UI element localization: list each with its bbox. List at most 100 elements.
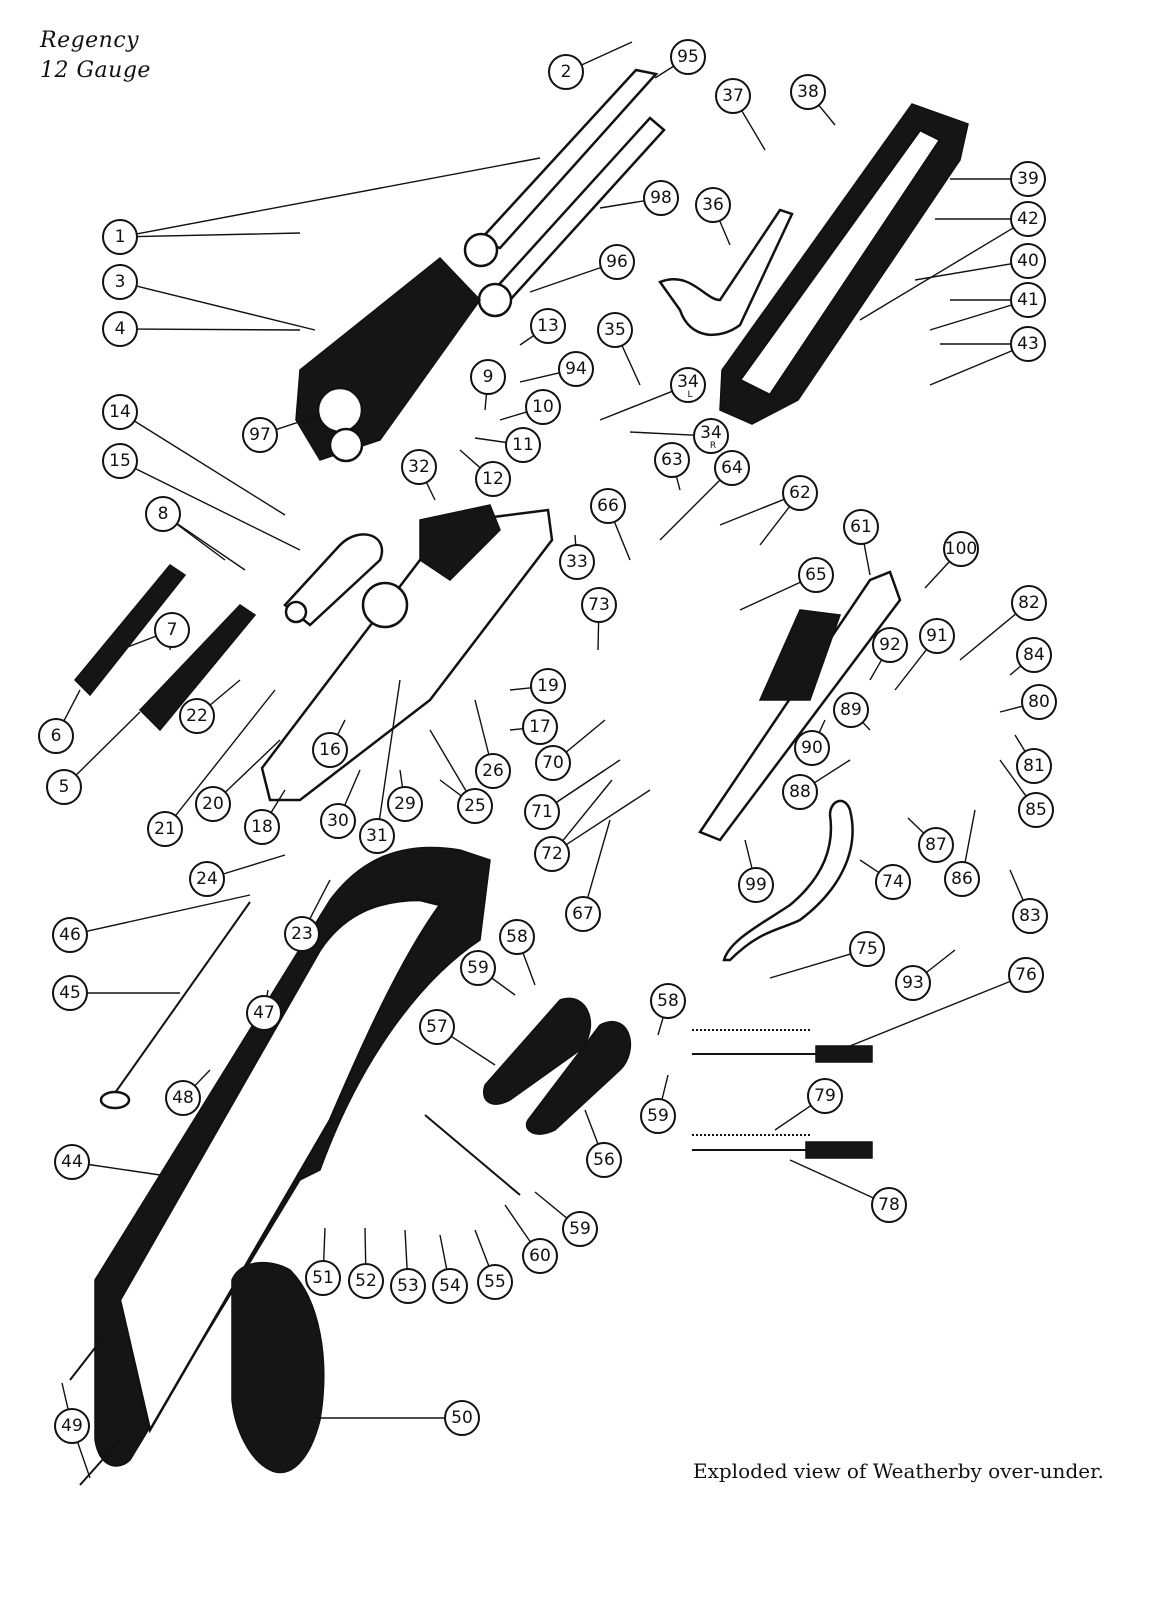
callout-49: 49 xyxy=(54,1408,90,1444)
callout-circle xyxy=(312,732,348,768)
leader-line-5 xyxy=(75,711,141,776)
callout-29: 29 xyxy=(387,786,423,822)
callout-number: 79 xyxy=(814,1086,836,1106)
leader-line-56 xyxy=(584,1109,599,1145)
callout-24: 24 xyxy=(189,861,225,897)
firing-pin-upper-head xyxy=(815,1045,873,1063)
callout-96: 96 xyxy=(599,244,635,280)
callout-circle xyxy=(499,919,535,955)
leader-line-8 xyxy=(176,523,246,571)
leader-line-23 xyxy=(309,879,331,920)
callout-31: 31 xyxy=(359,818,395,854)
callout-76: 76 xyxy=(1008,957,1044,993)
callout-number: 4 xyxy=(115,319,126,339)
leader-line-11 xyxy=(474,437,507,444)
callout-circle xyxy=(387,786,423,822)
callout-number: 25 xyxy=(464,796,486,816)
leader-line-64 xyxy=(659,479,721,541)
callout-92: 92 xyxy=(872,627,908,663)
leader-line-63 xyxy=(675,476,681,491)
callout-100: 100 xyxy=(943,531,979,567)
callout-circle xyxy=(522,1238,558,1274)
callout-21: 21 xyxy=(147,811,183,847)
callout-circle xyxy=(1012,898,1048,934)
callout-58: 58 xyxy=(499,919,535,955)
callout-number: 72 xyxy=(541,844,563,864)
callout-51: 51 xyxy=(305,1260,341,1296)
callout-number: 92 xyxy=(879,635,901,655)
callout-number: 11 xyxy=(512,435,534,455)
callout-32: 32 xyxy=(401,449,437,485)
callout-circle xyxy=(919,618,955,654)
callout-circle xyxy=(843,509,879,545)
leader-line-81 xyxy=(1014,734,1026,752)
callout-circle xyxy=(849,931,885,967)
callout-circle xyxy=(650,983,686,1019)
callout-circle xyxy=(52,917,88,953)
leader-line-85 xyxy=(999,759,1027,797)
callout-number: 100 xyxy=(945,539,977,559)
stock-highlight xyxy=(118,898,443,1434)
callout-number: 53 xyxy=(397,1276,419,1296)
callout-circle xyxy=(460,950,496,986)
callout-number: 88 xyxy=(789,782,811,802)
forend-iron xyxy=(658,208,794,337)
callout-3: 3 xyxy=(102,264,138,300)
leader-line-35 xyxy=(621,345,641,386)
leader-line-33 xyxy=(574,534,577,546)
leader-line-55 xyxy=(474,1229,490,1267)
leader-line-86 xyxy=(964,809,976,863)
callout-97: 97 xyxy=(242,417,278,453)
callout-circle xyxy=(457,788,493,824)
callout-number: 2 xyxy=(561,62,572,82)
callout-circle xyxy=(714,450,750,486)
callout-circle xyxy=(432,1268,468,1304)
callout-number: 57 xyxy=(426,1017,448,1037)
callout-number: 7 xyxy=(167,620,178,640)
callout-circle xyxy=(401,449,437,485)
callout-number: 96 xyxy=(606,252,628,272)
callout-number: 91 xyxy=(926,626,948,646)
callout-43: 43 xyxy=(1010,326,1046,362)
leader-line-73 xyxy=(597,621,600,651)
callout-70: 70 xyxy=(535,745,571,781)
callout-number: 80 xyxy=(1028,692,1050,712)
callout-circle xyxy=(390,1268,426,1304)
callout-56: 56 xyxy=(586,1142,622,1178)
callout-circle xyxy=(693,418,729,454)
callout-circle xyxy=(586,1142,622,1178)
callout-89: 89 xyxy=(833,692,869,728)
callout-45: 45 xyxy=(52,975,88,1011)
callout-circle xyxy=(1010,243,1046,279)
callout-11: 11 xyxy=(505,427,541,463)
leader-line-100 xyxy=(924,561,951,589)
callout-circle xyxy=(640,1098,676,1134)
callout-number: 22 xyxy=(186,706,208,726)
trigger-plate-block xyxy=(758,609,842,701)
callout-circle xyxy=(1010,326,1046,362)
callout-circle xyxy=(1016,637,1052,673)
callout-40: 40 xyxy=(1010,243,1046,279)
callout-number: 51 xyxy=(312,1268,334,1288)
callout-number: 26 xyxy=(482,761,504,781)
callout-number: 5 xyxy=(59,777,70,797)
leader-line-44 xyxy=(88,1163,161,1176)
callout-circle xyxy=(359,818,395,854)
callout-number: 59 xyxy=(647,1106,669,1126)
draw-bolt xyxy=(424,1114,521,1196)
callout-number: 40 xyxy=(1017,251,1039,271)
callout-number: 81 xyxy=(1023,756,1045,776)
leader-line-2 xyxy=(581,41,633,66)
side-plate-right xyxy=(525,1021,632,1135)
callout-15: 15 xyxy=(102,443,138,479)
callout-number: 86 xyxy=(951,869,973,889)
trigger-guard xyxy=(722,799,854,962)
callout-number: 55 xyxy=(484,1272,506,1292)
leader-line-29 xyxy=(399,769,404,788)
callout-circle xyxy=(782,475,818,511)
leader-line-72 xyxy=(562,779,613,842)
leader-line-74 xyxy=(859,859,880,874)
callout-38: 38 xyxy=(790,74,826,110)
callout-number: 99 xyxy=(745,875,767,895)
